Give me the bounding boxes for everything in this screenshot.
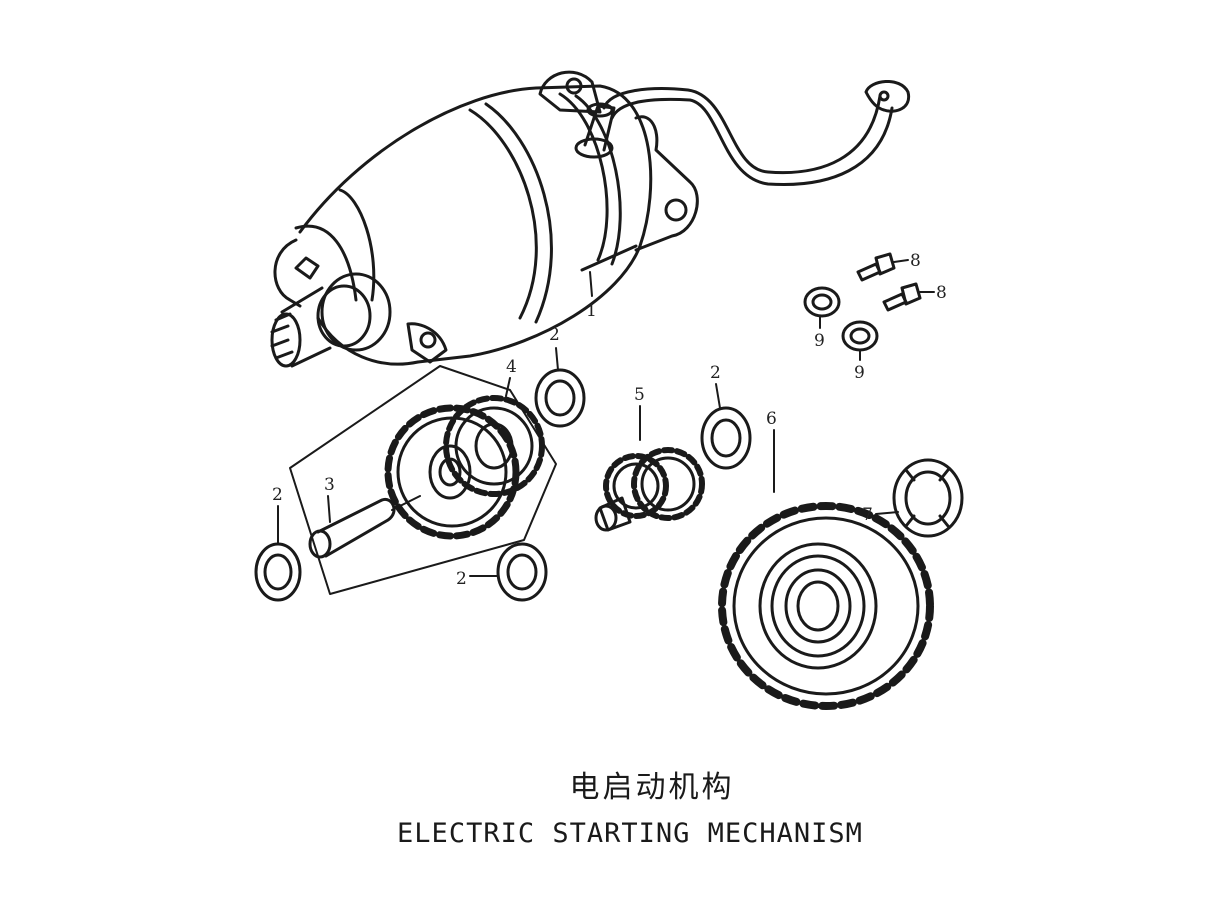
idle-gear [594,405,705,532]
callout-washer-top: 2 [549,325,560,345]
bolt-upper [856,252,909,282]
callout-bolt-washer-b: 9 [854,363,865,383]
callout-idle-gear: 5 [634,385,645,405]
washer-mid [700,383,752,470]
diagram-title-chinese: 电启动机构 [569,770,735,805]
starter-motor [270,70,911,368]
callout-clutch-ring: 7 [862,505,873,525]
starter-driven-gear [718,429,934,710]
callout-washer-left: 2 [272,485,283,505]
callout-labels: 1 8 8 9 9 2 4 5 2 6 2 3 7 2 [272,251,947,589]
callout-washer-bottom: 2 [456,569,467,589]
washer-bottom [469,542,548,602]
bolt-washer-lower [841,320,879,361]
one-way-clutch-ring [875,458,964,538]
callout-reduction-gear: 4 [506,357,517,377]
callout-bolt-a: 8 [910,251,921,271]
gear-shaft [308,495,421,559]
callout-bolt-b: 8 [936,283,947,303]
bolt-lower [882,282,935,312]
washer-left [254,505,302,602]
group-bracket [289,365,557,595]
callout-line-1 [589,271,593,297]
callout-driven-gear: 6 [766,409,777,429]
reduction-gear [384,395,545,540]
callout-shaft: 3 [324,475,335,495]
callout-bolt-washer-a: 9 [814,331,825,351]
callout-washer-mid: 2 [710,363,721,383]
callout-starter-motor: 1 [586,301,597,321]
washer-top [534,347,586,428]
bolt-washer-upper [803,286,841,329]
diagram-title-english: ELECTRIC STARTING MECHANISM [397,818,863,849]
